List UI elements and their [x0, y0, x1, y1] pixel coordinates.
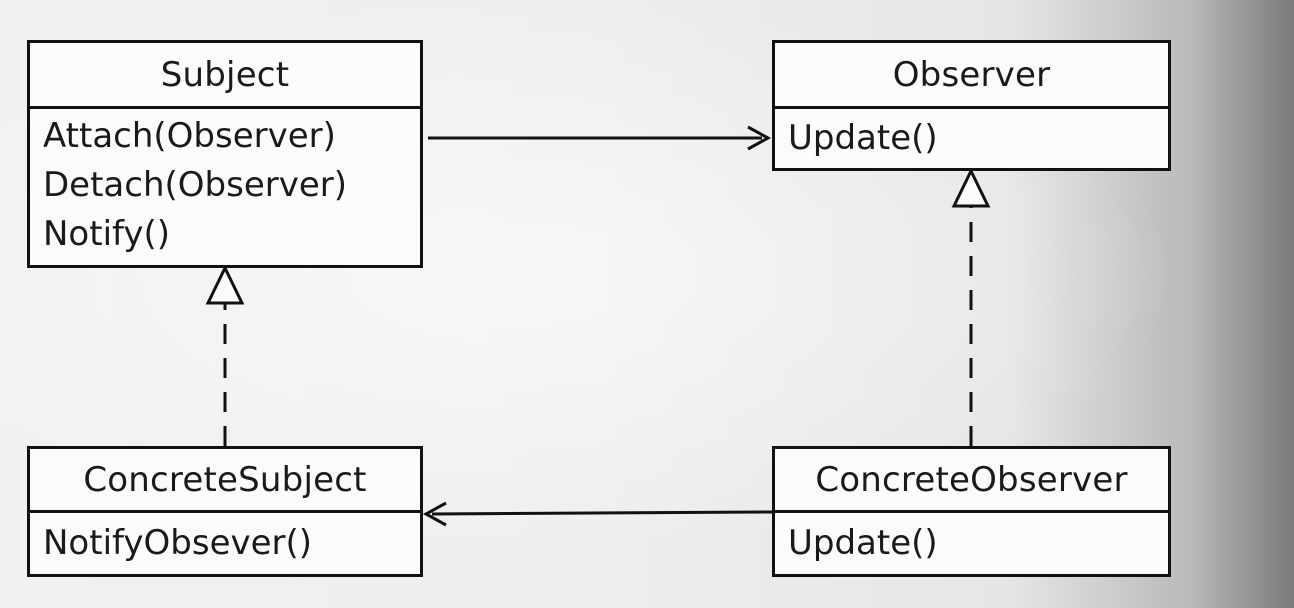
class-name-concrete-observer: ConcreteObserver — [775, 449, 1168, 513]
association-subject-observer — [428, 125, 772, 151]
method-notify-obsever: NotifyObsever() — [43, 523, 313, 563]
class-box-observer[interactable]: Observer Update() — [772, 40, 1171, 171]
class-name-subject: Subject — [30, 43, 420, 109]
association-concreteobserver-concretesubject — [422, 501, 773, 527]
class-box-concrete-subject[interactable]: ConcreteSubject NotifyObsever() — [27, 446, 423, 577]
open-arrowhead-icon — [747, 125, 772, 151]
hollow-triangle-icon — [205, 264, 245, 305]
method-detach: Detach(Observer) — [43, 165, 348, 205]
class-methods-subject: Attach(Observer) Detach(Observer) Notify… — [30, 109, 420, 259]
hollow-triangle-icon — [951, 167, 991, 208]
realization-concreteobserver-observer — [951, 167, 991, 446]
class-box-subject[interactable]: Subject Attach(Observer) Detach(Observer… — [27, 40, 423, 268]
association-line-concreteobserver-concretesubject — [431, 510, 773, 516]
open-arrowhead-icon — [422, 501, 447, 527]
class-methods-concrete-subject: NotifyObsever() — [30, 513, 420, 571]
class-box-concrete-observer[interactable]: ConcreteObserver Update() — [772, 446, 1171, 577]
class-name-observer: Observer — [775, 43, 1168, 109]
method-update: Update() — [788, 523, 938, 563]
method-notify: Notify() — [43, 214, 171, 254]
class-methods-observer: Update() — [775, 109, 1168, 164]
method-update: Update() — [788, 118, 938, 158]
class-methods-concrete-observer: Update() — [775, 513, 1168, 571]
method-attach: Attach(Observer) — [43, 116, 336, 156]
realization-concretesubject-subject — [205, 264, 245, 446]
class-name-concrete-subject: ConcreteSubject — [30, 449, 420, 513]
